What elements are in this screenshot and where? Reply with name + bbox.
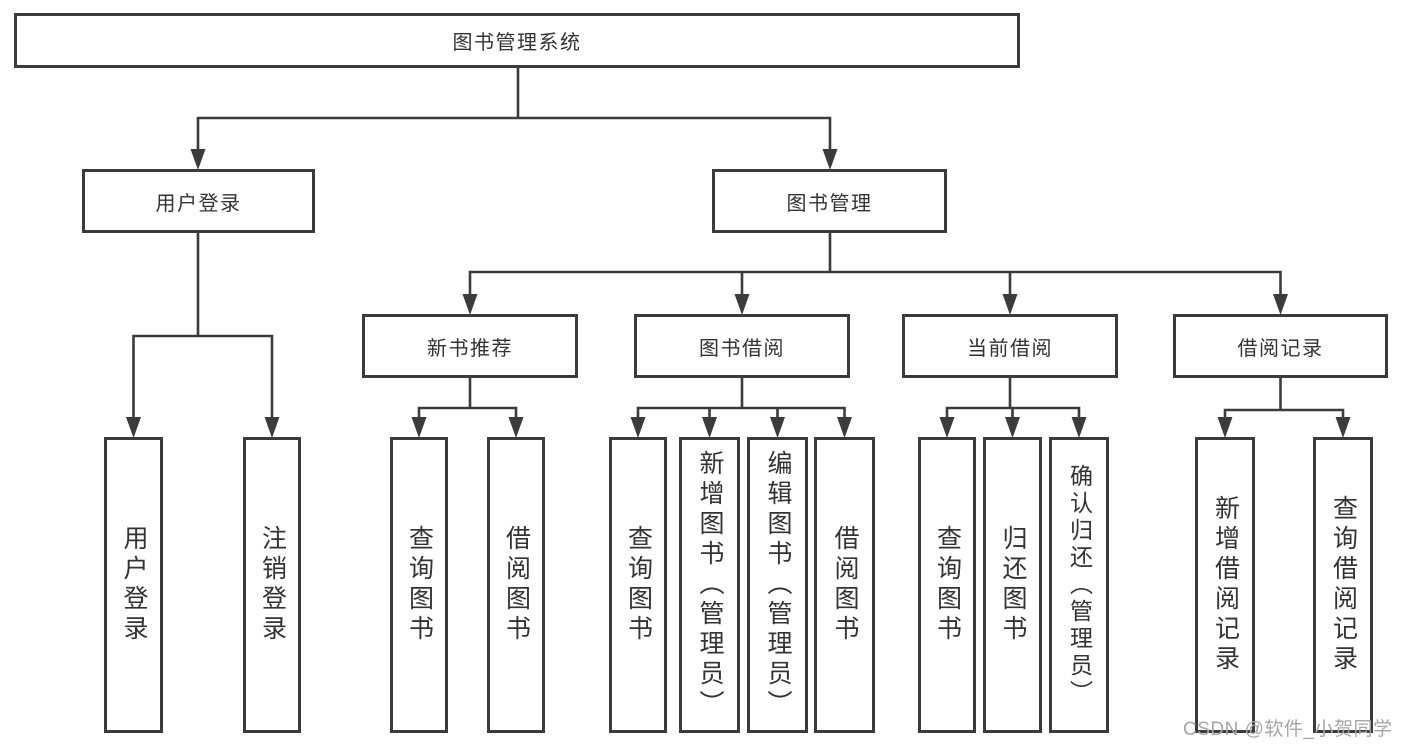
arrowhead [1002,294,1018,315]
node-book-borrow: 图书借阅 [634,314,850,378]
node-borrow-record-label: 借阅记录 [1237,337,1324,360]
connector-management-to-level3 [462,231,1288,315]
arrowhead [1335,417,1351,438]
csdn-watermark: CSDN @软件_小贺同学 [1183,719,1393,740]
connector-line [468,231,1282,299]
node-user-login-label: 用户登录 [155,192,242,215]
connector-recommend-to-leaves [411,375,524,438]
arrowhead [508,417,524,438]
leaf-recommend-borrow-book-label: 借阅图书 [502,525,531,645]
connector-record-to-leaves [1217,375,1351,438]
leaf-borrow-edit-book-admin: 编辑图书（管理员） [747,437,808,733]
node-book-management-label: 图书管理 [786,192,873,215]
node-borrow-record: 借阅记录 [1173,314,1388,378]
connector-line [636,375,846,422]
leaf-current-query-book-label: 查询图书 [933,525,962,645]
connector-line [132,231,274,421]
leaf-user-login: 用户登录 [104,437,163,733]
connector-line [196,66,832,154]
node-root: 图书管理系统 [14,13,1020,68]
leaf-logout: 注销登录 [243,437,301,733]
leaf-borrow-add-book-admin: 新增图书（管理员） [679,437,740,733]
arrowhead [462,294,478,315]
leaf-logout-label: 注销登录 [258,525,287,645]
leaf-current-query-book: 查询图书 [918,437,976,733]
arrowhead [264,417,280,438]
node-user-login: 用户登录 [82,169,315,233]
leaf-user-login-label: 用户登录 [120,525,148,645]
leaf-record-add-borrow-record: 新增借阅记录 [1195,437,1255,733]
leaf-record-query-borrow-record: 查询借阅记录 [1313,437,1373,733]
arrowhead [1273,294,1288,315]
leaf-current-confirm-return-admin: 确认归还（管理员） [1049,437,1109,733]
leaf-borrow-query-book-label: 查询图书 [624,525,653,645]
arrowhead [822,149,838,170]
arrowhead [1071,417,1087,438]
connector-root-to-level2 [190,66,838,170]
leaf-record-add-borrow-record-label: 新增借阅记录 [1211,495,1240,675]
arrowhead [1217,417,1233,438]
leaf-current-return-book: 归还图书 [983,437,1042,733]
leaf-borrow-edit-book-admin-label: 编辑图书（管理员） [764,450,792,720]
arrowhead [770,417,785,438]
node-new-book-recommend: 新书推荐 [362,314,578,378]
arrowhead [126,417,141,438]
arrowhead [630,417,646,438]
connector-line [1223,375,1345,422]
arrowhead [939,417,955,438]
leaf-current-return-book-label: 归还图书 [999,525,1027,645]
connector-line [417,375,518,422]
leaf-recommend-query-book: 查询图书 [390,437,448,733]
leaf-borrow-add-book-admin-label: 新增图书（管理员） [696,450,724,720]
arrowhead [702,417,717,438]
connector-current-to-leaves [939,375,1087,438]
arrowhead [837,417,852,438]
node-book-management: 图书管理 [712,169,947,233]
node-new-book-recommend-label: 新书推荐 [427,337,513,360]
arrowhead [734,294,750,315]
connector-login-to-leaves [126,231,280,438]
node-current-borrow-label: 当前借阅 [967,337,1053,360]
leaf-recommend-borrow-book: 借阅图书 [487,437,545,733]
leaf-record-query-borrow-record-label: 查询借阅记录 [1329,495,1358,675]
node-book-borrow-label: 图书借阅 [699,337,785,360]
leaf-current-confirm-return-admin-label: 确认归还（管理员） [1066,463,1093,707]
node-root-label: 图书管理系统 [452,32,582,54]
arrowhead [411,417,427,438]
arrowhead [1005,417,1020,438]
leaf-borrow-borrow-book-label: 借阅图书 [831,525,859,645]
leaf-borrow-borrow-book: 借阅图书 [814,437,875,733]
connector-line [945,375,1081,422]
leaf-recommend-query-book-label: 查询图书 [405,525,434,645]
connector-borrow-to-leaves [630,375,852,438]
arrowhead [190,149,206,170]
node-current-borrow: 当前借阅 [902,314,1118,378]
leaf-borrow-query-book: 查询图书 [609,437,667,733]
